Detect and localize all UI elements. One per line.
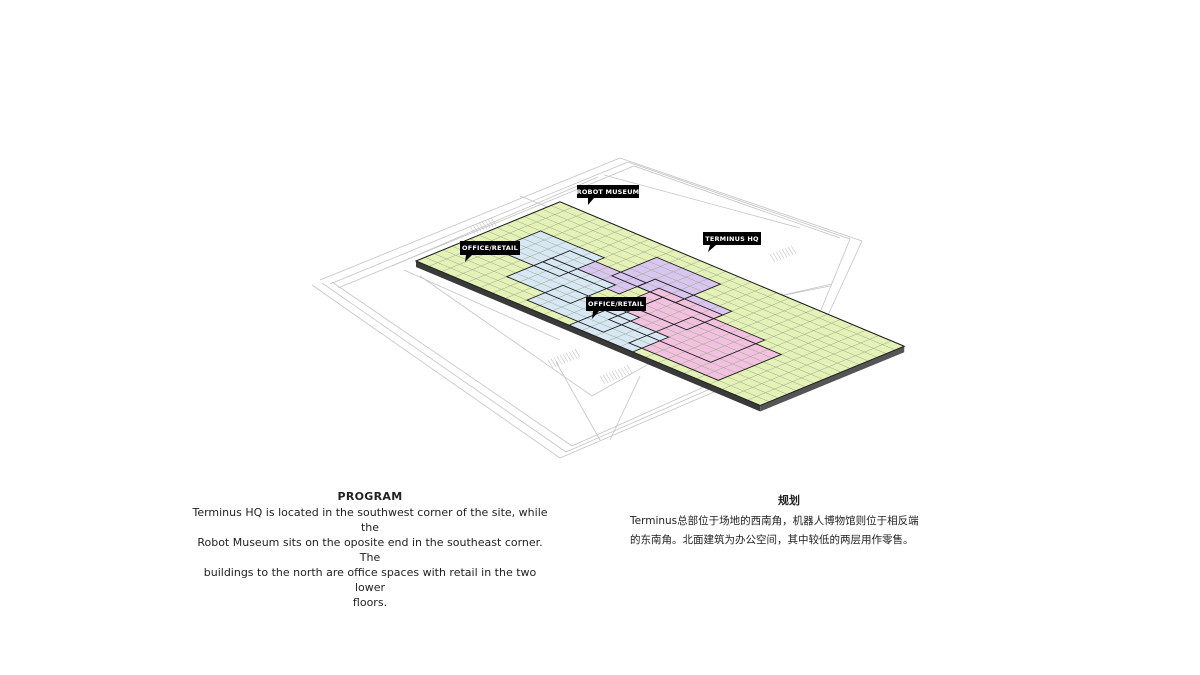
crosswalk-stripe-4-3 [478, 222, 485, 231]
callout-robot-museum-label: ROBOT MUSEUM [577, 188, 640, 196]
callout-terminus-hq: TERMINUS HQ [703, 232, 761, 252]
platform-outline [414, 201, 906, 406]
callout-office-retail-s-label: OFFICE/RETAIL [588, 300, 644, 308]
zone-terminus-hq-outline-2 [621, 287, 724, 331]
crosswalk-stripe-4-7 [490, 217, 497, 226]
english-line-4: floors. [352, 596, 388, 609]
road-line-15 [603, 174, 801, 229]
road-line-5 [633, 165, 841, 239]
callout-office-retail-s: OFFICE/RETAIL [586, 297, 646, 319]
crosswalk-stripe-0-0 [547, 359, 554, 369]
road-line-0 [319, 157, 621, 281]
crosswalk-stripe-0-9 [574, 349, 581, 358]
crosswalk-stripe-1-1 [602, 374, 609, 383]
grid-line-y-12 [523, 216, 869, 362]
crosswalk-stripe-1-2 [605, 373, 612, 382]
crosswalk-stripe-0-7 [568, 351, 575, 360]
site-platform [414, 201, 906, 412]
chinese-body: Terminus总部位于场地的西南角，机器人博物馆则位于相反端 的东南角。北面建… [630, 512, 948, 550]
crosswalk-stripe-1-9 [626, 365, 633, 374]
road-line-4 [627, 161, 851, 240]
crosswalk-stripe-1-3 [608, 372, 615, 381]
callout-office-retail-nw-label: OFFICE/RETAIL [462, 244, 518, 252]
road-line-6 [311, 284, 561, 459]
chinese-description: 规划 Terminus总部位于场地的西南角，机器人博物馆则位于相反端 的东南角。… [630, 492, 948, 550]
crosswalk-stripe-0-3 [556, 356, 563, 365]
crosswalk-stripe-0-1 [550, 358, 557, 367]
grid-line-y-2 [433, 253, 779, 399]
crosswalk-stripe-0-5 [562, 353, 569, 363]
road-line-16 [419, 275, 593, 397]
english-line-3: buildings to the north are office spaces… [203, 566, 537, 594]
chinese-title: 规划 [778, 494, 800, 507]
grid-line-y-15 [550, 205, 896, 351]
road-line-3 [619, 157, 863, 242]
crosswalk-stripe-2-5 [784, 247, 791, 257]
road-line-8 [331, 281, 573, 447]
zone-robot-museum-part-0 [611, 257, 721, 303]
callout-robot-museum: ROBOT MUSEUM [577, 185, 640, 205]
road-line-1 [329, 161, 629, 285]
callout-office-retail-nw: OFFICE/RETAIL [460, 241, 520, 262]
crosswalk-stripe-4-6 [487, 218, 494, 227]
road-line-7 [321, 282, 567, 453]
crosswalk-stripe-1-4 [611, 371, 618, 380]
english-line-1: Terminus HQ is located in the southwest … [192, 506, 548, 534]
crosswalk-stripe-1-8 [623, 366, 630, 375]
road-line-19 [555, 361, 601, 441]
chinese-line-2: 的东南角。北面建筑为办公空间，其中较低的两层用作零售。 [630, 534, 914, 546]
platform-southwest-face [416, 261, 761, 412]
road-line-20 [609, 375, 641, 441]
english-title: PROGRAM [337, 490, 403, 503]
callout-layer: ROBOT MUSEUM TERMINUS HQ OFFICE/RETAIL O… [460, 185, 761, 319]
zone-terminus-hq-outline-1 [627, 316, 783, 381]
grid-line-y-7 [478, 234, 824, 380]
english-line-2: Robot Museum sits on the oposite end in … [197, 536, 543, 564]
road-line-18 [403, 269, 561, 341]
crosswalk-stripe-4-5 [484, 219, 491, 229]
crosswalk-stripe-2-1 [772, 252, 779, 261]
crosswalk-stripe-2-7 [790, 245, 797, 254]
english-body: Terminus HQ is located in the southwest … [190, 505, 550, 610]
callout-terminus-hq-label: TERMINUS HQ [705, 235, 759, 243]
crosswalk-stripe-1-7 [620, 367, 627, 376]
english-description: PROGRAM Terminus HQ is located in the so… [190, 490, 550, 610]
crosswalk-stripe-1-5 [614, 369, 621, 379]
crosswalk-stripe-1-6 [617, 368, 624, 377]
zone-terminus-hq-part-1 [629, 317, 782, 381]
crosswalk-stripe-2-0 [769, 253, 776, 263]
zone-office-retail-nw-part-1 [506, 258, 616, 304]
crosswalk-stripe-4-4 [481, 221, 488, 230]
crosswalk-stripe-2-4 [781, 249, 788, 258]
road-line-14 [391, 176, 599, 267]
platform-southeast-face [760, 346, 905, 412]
chinese-line-1: Terminus总部位于场地的西南角，机器人博物馆则位于相反端 [630, 515, 919, 527]
crosswalk-stripe-2-6 [787, 246, 794, 255]
crosswalk-stripe-4-1 [472, 224, 479, 233]
crosswalk-stripe-2-3 [778, 250, 785, 259]
zone-office-retail-nw-outline-0 [494, 230, 606, 277]
crosswalk-stripe-2-2 [775, 251, 782, 260]
crosswalk-stripe-0-6 [565, 352, 572, 361]
crosswalk-stripe-0-8 [571, 350, 578, 359]
crosswalk-stripe-0-4 [559, 355, 566, 364]
crosswalk-stripe-4-2 [475, 223, 482, 232]
zone-office-retail-nw-part-0 [495, 231, 605, 277]
crosswalk-stripe-1-0 [599, 375, 606, 385]
crosswalk-stripe-0-2 [553, 357, 560, 366]
zone-office-retail-nw-outline-1 [505, 257, 617, 304]
grid-line-y-13 [532, 212, 878, 358]
crosswalk-stripe-4-0 [469, 225, 476, 235]
